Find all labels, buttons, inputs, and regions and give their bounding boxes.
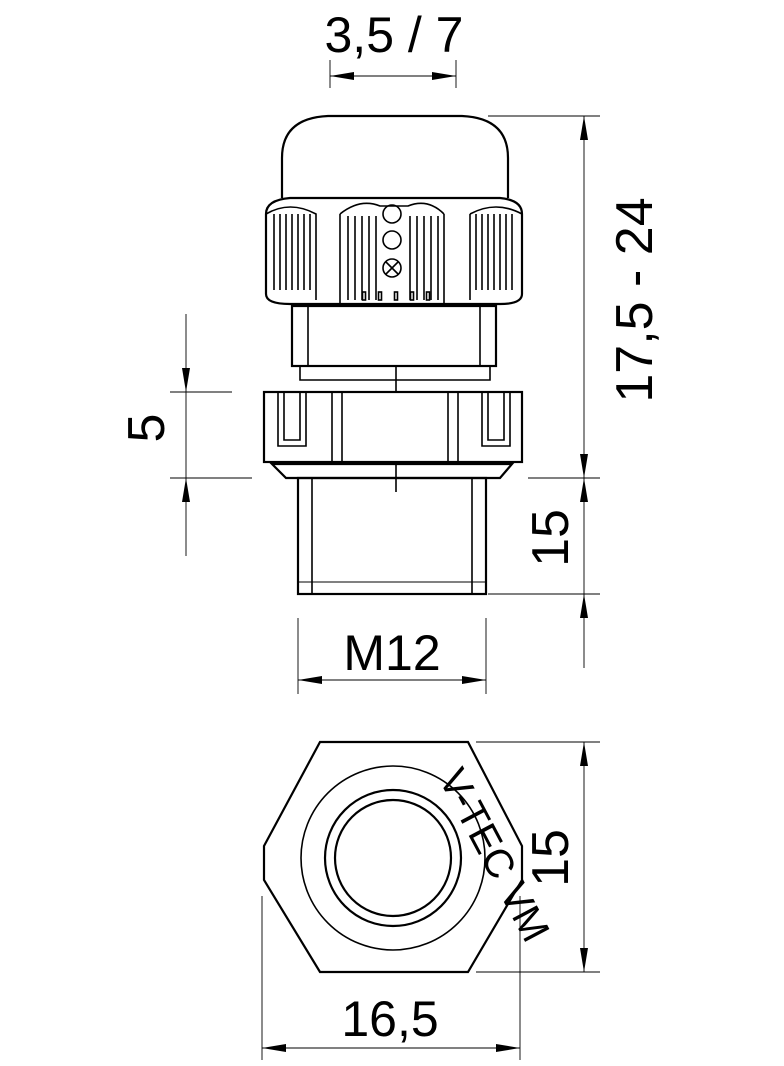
wrench-height-label: 5 (118, 414, 176, 443)
ribs-left (273, 214, 311, 290)
ribbed-nut (264, 196, 524, 306)
thread-size-label: M12 (343, 625, 440, 681)
thread-length-label: 15 (522, 509, 580, 567)
bottom-mark (409, 291, 415, 301)
side-view (262, 114, 524, 596)
hex-body (262, 390, 524, 464)
neck (290, 304, 498, 392)
bottom-mark (377, 291, 383, 301)
dimension-lines (170, 60, 600, 1060)
hex-height-label: 15 (522, 829, 580, 887)
seal-ring (323, 788, 463, 928)
bottom-mark (361, 291, 367, 301)
dimension-labels: 3,5 / 7 17,5 - 24 5 15 M12 15 16,5 (118, 7, 664, 1047)
height-range-label: 17,5 - 24 (606, 197, 664, 402)
hex-width-label: 16,5 (341, 991, 438, 1047)
dome-cap (280, 114, 510, 198)
cable-bore (333, 798, 453, 918)
thread (296, 476, 488, 596)
ribs-right (475, 214, 513, 290)
top-view: V-TEC VM (262, 740, 558, 974)
cable-range-label: 3,5 / 7 (325, 7, 464, 63)
obo-logo (382, 204, 402, 278)
ribs-middle (347, 216, 439, 300)
outer-ring (300, 765, 486, 951)
bottom-marks (361, 291, 431, 301)
bottom-mark (425, 291, 431, 301)
bottom-mark (393, 291, 399, 301)
